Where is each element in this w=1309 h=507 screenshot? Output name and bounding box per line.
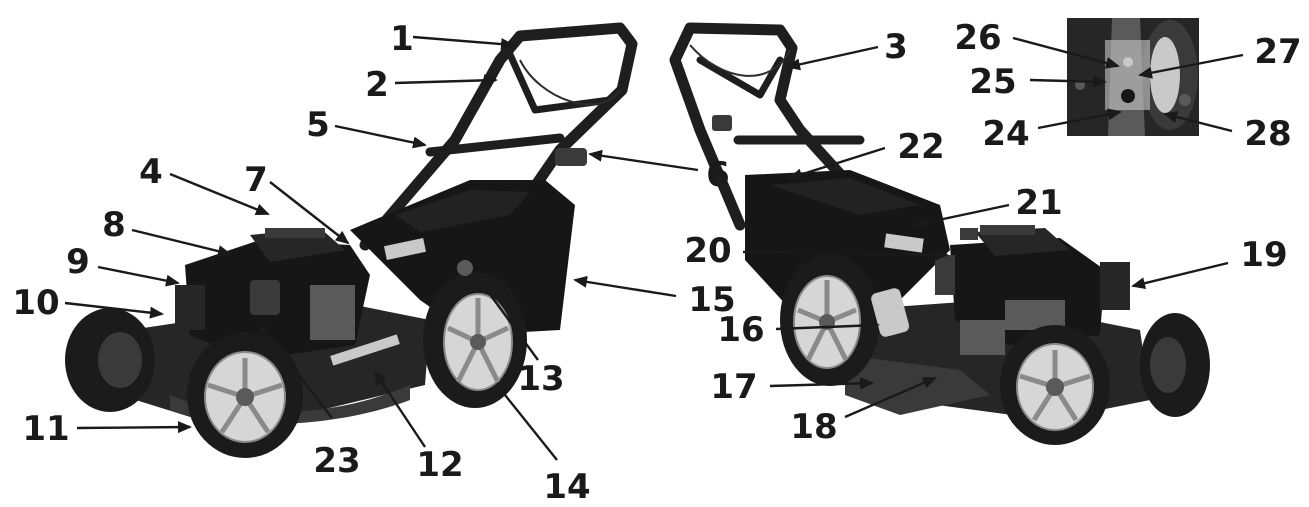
- callout-18: 18: [790, 407, 837, 447]
- callout-20: 20: [684, 231, 731, 271]
- callout-25: 25: [969, 62, 1016, 102]
- callout-2: 2: [365, 65, 389, 105]
- callout-21: 21: [1015, 183, 1062, 223]
- callout-3: 3: [884, 27, 908, 67]
- callout-23: 23: [313, 441, 360, 481]
- callout-13: 13: [517, 359, 564, 399]
- callout-26: 26: [954, 18, 1001, 58]
- callout-19: 19: [1240, 235, 1287, 275]
- callout-24: 24: [982, 114, 1029, 154]
- callout-9: 9: [66, 242, 90, 282]
- callout-27: 27: [1254, 32, 1301, 72]
- callout-4: 4: [139, 152, 163, 192]
- callout-7: 7: [244, 160, 268, 200]
- callout-1: 1: [390, 19, 414, 59]
- callout-10: 10: [12, 283, 59, 323]
- callout-17: 17: [710, 367, 757, 407]
- callout-8: 8: [102, 205, 126, 245]
- callout-16: 16: [717, 310, 764, 350]
- callout-28: 28: [1244, 114, 1291, 154]
- callout-5: 5: [306, 105, 330, 145]
- callout-11: 11: [22, 409, 69, 449]
- callout-22: 22: [897, 127, 944, 167]
- callout-6: 6: [706, 155, 730, 195]
- callout-12: 12: [416, 445, 463, 485]
- callout-14: 14: [543, 467, 590, 507]
